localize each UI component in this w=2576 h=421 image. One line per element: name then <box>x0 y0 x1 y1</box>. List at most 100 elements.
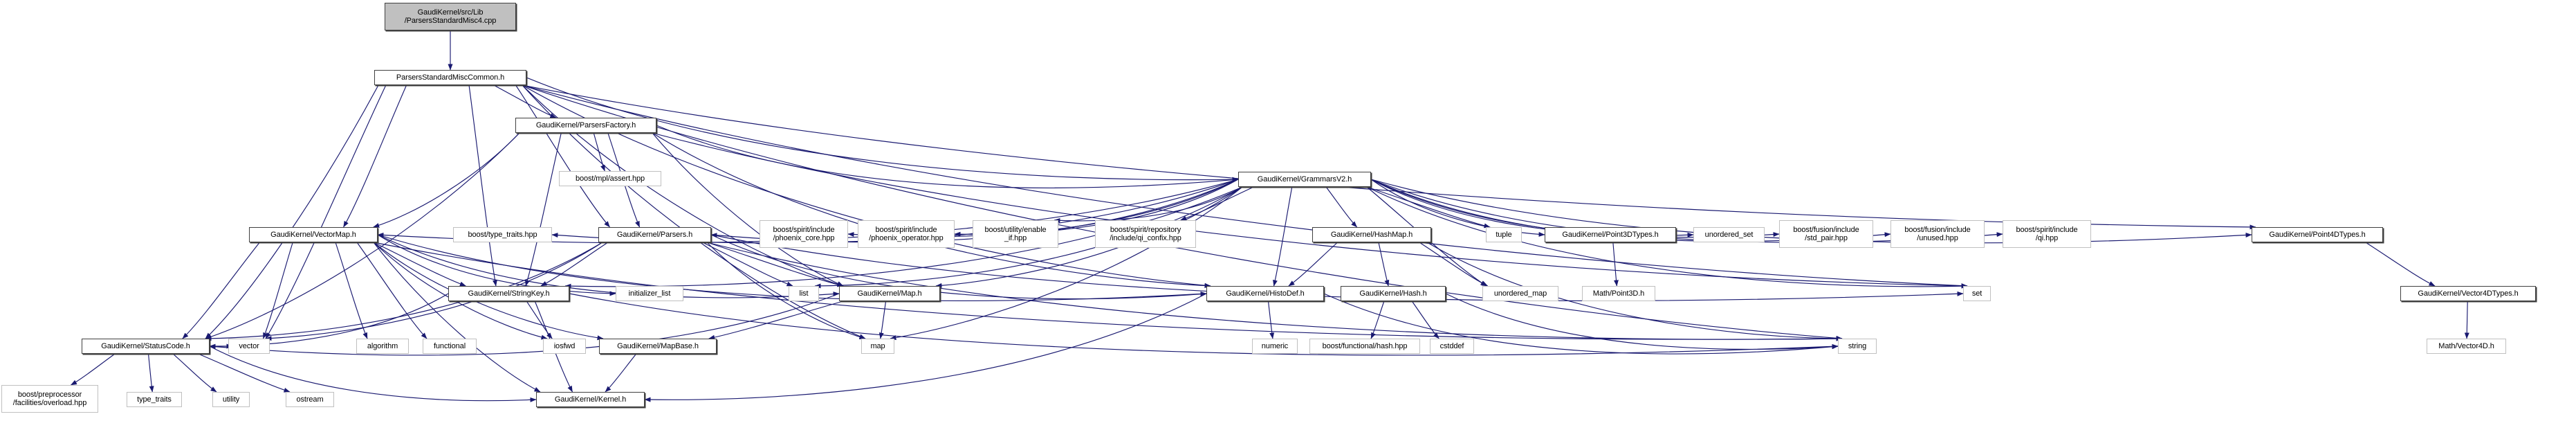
graph-node-label: boost/utility/enable <box>984 225 1047 234</box>
graph-node-label: boost/spirit/repository <box>1110 225 1181 234</box>
graph-node-label: utility <box>222 395 240 404</box>
graph-node-label: GaudiKernel/Hash.h <box>1359 289 1427 298</box>
graph-node-gaudikernel-kernel-h[interactable]: GaudiKernel/Kernel.h <box>536 392 645 407</box>
graph-node-math-point3d-h[interactable]: Math/Point3D.h <box>1582 286 1655 301</box>
graph-node-label: initializer_list <box>628 289 671 298</box>
graph-node-unordered-set[interactable]: unordered_set <box>1693 227 1765 242</box>
graph-node-string[interactable]: string <box>1838 339 1877 354</box>
graph-node-label: GaudiKernel/HashMap.h <box>1330 230 1413 239</box>
graph-node-gaudikernel-vector4dtypes-h[interactable]: GaudiKernel/Vector4DTypes.h <box>2400 286 2536 301</box>
graph-node-label: type_traits <box>137 395 172 404</box>
graph-node-label: boost/type_traits.hpp <box>468 230 537 239</box>
graph-node-label: GaudiKernel/StatusCode.h <box>101 341 190 350</box>
graph-node-label: boost/functional/hash.hpp <box>1322 341 1408 350</box>
graph-node-boost-mpl-assert-hpp[interactable]: boost/mpl/assert.hpp <box>559 171 661 186</box>
graph-node-boost-fusion-include-unused-hpp[interactable]: boost/fusion/include/unused.hpp <box>1890 220 1985 248</box>
graph-node-label: boost/mpl/assert.hpp <box>575 174 645 183</box>
graph-node-label: unordered_map <box>1493 289 1547 298</box>
graph-node-gaudikernel-map-h[interactable]: GaudiKernel/Map.h <box>839 286 940 301</box>
graph-node-parsersstandardmisccommon-h[interactable]: ParsersStandardMiscCommon.h <box>374 70 526 85</box>
graph-node-label: /std_pair.hpp <box>1805 234 1848 242</box>
graph-node-label: _if.hpp <box>1004 234 1027 242</box>
graph-node-label: GaudiKernel/HistoDef.h <box>1226 289 1305 298</box>
graph-node-label: unordered_set <box>1704 230 1754 239</box>
graph-node-algorithm[interactable]: algorithm <box>356 339 409 354</box>
graph-node-label: boost/fusion/include <box>1793 225 1859 234</box>
graph-node-tuple[interactable]: tuple <box>1486 227 1522 242</box>
graph-node-label: GaudiKernel/GrammarsV2.h <box>1257 174 1352 183</box>
graph-node-initializer-list[interactable]: initializer_list <box>616 286 683 301</box>
graph-node-label: GaudiKernel/Point4DTypes.h <box>2269 230 2366 239</box>
graph-node-label: list <box>799 289 809 298</box>
graph-node-map[interactable]: map <box>861 339 894 354</box>
graph-node-boost-functional-hash-hpp[interactable]: boost/functional/hash.hpp <box>1309 339 1420 354</box>
graph-node-label: GaudiKernel/Map.h <box>857 289 922 298</box>
graph-node-label: GaudiKernel/src/Lib <box>417 8 484 17</box>
graph-node-label: string <box>1848 341 1867 350</box>
graph-node-label: /include/qi_confix.hpp <box>1110 234 1181 242</box>
graph-node-label: GaudiKernel/Kernel.h <box>554 395 627 404</box>
graph-node-type-traits[interactable]: type_traits <box>127 392 182 407</box>
graph-node-label: GaudiKernel/VectorMap.h <box>270 230 356 239</box>
graph-node-label: boost/fusion/include <box>1904 225 1971 234</box>
graph-node-gaudikernel-statuscode-h[interactable]: GaudiKernel/StatusCode.h <box>82 339 210 354</box>
graph-node-label: set <box>1971 289 1982 298</box>
graph-node-label: algorithm <box>367 341 398 350</box>
graph-node-label: GaudiKernel/MapBase.h <box>617 341 699 350</box>
graph-node-label: iosfwd <box>553 341 576 350</box>
graph-node-boost-spirit-include-phoenix-operator-hpp[interactable]: boost/spirit/include/phoenix_operator.hp… <box>858 220 955 248</box>
graph-node-label: Math/Vector4D.h <box>2438 341 2494 350</box>
graph-node-label: /facilities/overload.hpp <box>12 399 87 407</box>
graph-node-label: ostream <box>296 395 324 404</box>
graph-node-gaudikernel-point3dtypes-h[interactable]: GaudiKernel/Point3DTypes.h <box>1545 227 1676 242</box>
graph-node-unordered-map[interactable]: unordered_map <box>1482 286 1558 301</box>
graph-node-gaudikernel-hash-h[interactable]: GaudiKernel/Hash.h <box>1341 286 1446 301</box>
graph-node-gaudikernel-point4dtypes-h[interactable]: GaudiKernel/Point4DTypes.h <box>2252 227 2383 242</box>
graph-node-label: functional <box>433 341 466 350</box>
graph-node-math-vector4d-h[interactable]: Math/Vector4D.h <box>2427 339 2506 354</box>
graph-node-boost-fusion-include-std-pair-hpp[interactable]: boost/fusion/include/std_pair.hpp <box>1779 220 1873 248</box>
graph-node-numeric[interactable]: numeric <box>1252 339 1298 354</box>
graph-node-label: /phoenix_core.hpp <box>773 234 835 242</box>
graph-node-gaudikernel-grammarsv2-h[interactable]: GaudiKernel/GrammarsV2.h <box>1238 172 1371 187</box>
graph-node-boost-utility-enable-if-hpp[interactable]: boost/utility/enable_if.hpp <box>973 220 1058 248</box>
graph-node-boost-preprocessor-facilities-overload-hpp[interactable]: boost/preprocessor/facilities/overload.h… <box>1 385 98 413</box>
graph-node-iosfwd[interactable]: iosfwd <box>543 339 586 354</box>
graph-node-label: tuple <box>1496 230 1512 239</box>
graph-node-label: GaudiKernel/ParsersFactory.h <box>535 120 636 129</box>
graph-node-label: /ParsersStandardMisc4.cpp <box>404 17 497 25</box>
graph-node-label: cstddef <box>1439 341 1464 350</box>
graph-node-gaudikernel-src-lib-parsersstandardmisc4-cpp[interactable]: GaudiKernel/src/Lib/ParsersStandardMisc4… <box>385 3 516 30</box>
graph-node-set[interactable]: set <box>1963 286 1991 301</box>
graph-node-gaudikernel-vectormap-h[interactable]: GaudiKernel/VectorMap.h <box>249 227 378 242</box>
graph-node-list[interactable]: list <box>789 286 819 301</box>
graph-node-gaudikernel-parsers-h[interactable]: GaudiKernel/Parsers.h <box>598 227 711 242</box>
graph-node-gaudikernel-histodef-h[interactable]: GaudiKernel/HistoDef.h <box>1206 286 1324 301</box>
graph-node-gaudikernel-hashmap-h[interactable]: GaudiKernel/HashMap.h <box>1312 227 1431 242</box>
graph-node-gaudikernel-stringkey-h[interactable]: GaudiKernel/StringKey.h <box>448 286 569 301</box>
graph-node-vector[interactable]: vector <box>228 339 270 354</box>
graph-node-label: GaudiKernel/Parsers.h <box>616 230 693 239</box>
graph-node-label: boost/preprocessor <box>17 390 82 399</box>
graph-node-boost-spirit-repository-include-qi-confix-hpp[interactable]: boost/spirit/repository/include/qi_confi… <box>1095 220 1196 248</box>
graph-node-label: GaudiKernel/StringKey.h <box>468 289 550 298</box>
graph-node-ostream[interactable]: ostream <box>286 392 334 407</box>
graph-node-label: /phoenix_operator.hpp <box>869 234 944 242</box>
graph-node-functional[interactable]: functional <box>423 339 477 354</box>
graph-node-boost-spirit-include-qi-hpp[interactable]: boost/spirit/include/qi.hpp <box>2003 220 2091 248</box>
graph-node-boost-spirit-include-phoenix-core-hpp[interactable]: boost/spirit/include/phoenix_core.hpp <box>760 220 848 248</box>
graph-node-label: vector <box>239 341 259 350</box>
graph-node-utility[interactable]: utility <box>212 392 250 407</box>
graph-node-gaudikernel-parsersfactory-h[interactable]: GaudiKernel/ParsersFactory.h <box>515 118 656 133</box>
graph-node-label: map <box>870 341 885 350</box>
graph-node-label: ParsersStandardMiscCommon.h <box>396 73 505 82</box>
graph-node-label: /qi.hpp <box>2035 234 2059 242</box>
graph-node-label: /unused.hpp <box>1917 234 1958 242</box>
graph-node-label: boost/spirit/include <box>875 225 937 234</box>
graph-node-boost-type-traits-hpp[interactable]: boost/type_traits.hpp <box>453 227 552 242</box>
graph-node-label: boost/spirit/include <box>2016 225 2078 234</box>
graph-node-label: GaudiKernel/Vector4DTypes.h <box>2418 289 2519 298</box>
graph-node-cstddef[interactable]: cstddef <box>1430 339 1474 354</box>
graph-node-gaudikernel-mapbase-h[interactable]: GaudiKernel/MapBase.h <box>599 339 717 354</box>
